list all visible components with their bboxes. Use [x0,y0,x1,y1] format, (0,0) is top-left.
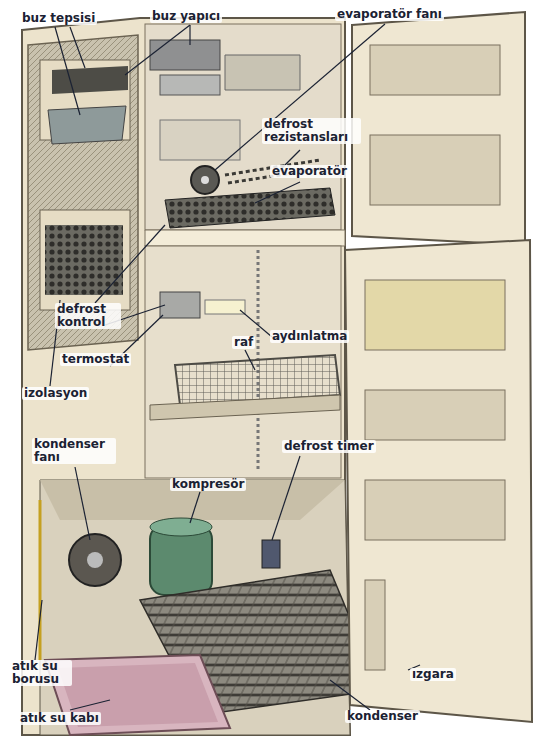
part-label: defrost kontrol [55,303,121,329]
part-label: termostat [60,353,131,366]
part-label: defrost rezistansları [262,118,361,144]
part-label: izolasyon [22,387,89,400]
part-label: kondenser [345,710,420,723]
part-label: ızgara [410,668,456,681]
part-label: kompresör [170,478,246,491]
part-label: atık su kabı [18,712,101,725]
part-label: buz yapıcı [150,10,222,23]
part-label: evaporatör [270,165,349,178]
part-label: atık su borusu [10,660,72,686]
part-label: evaporatör fanı [335,8,444,21]
part-label: defrost timer [282,440,376,453]
part-label: aydınlatma [270,330,349,343]
part-label: raf [232,336,255,349]
part-label: buz tepsisi [20,12,97,25]
part-label: kondenser fanı [32,438,116,464]
